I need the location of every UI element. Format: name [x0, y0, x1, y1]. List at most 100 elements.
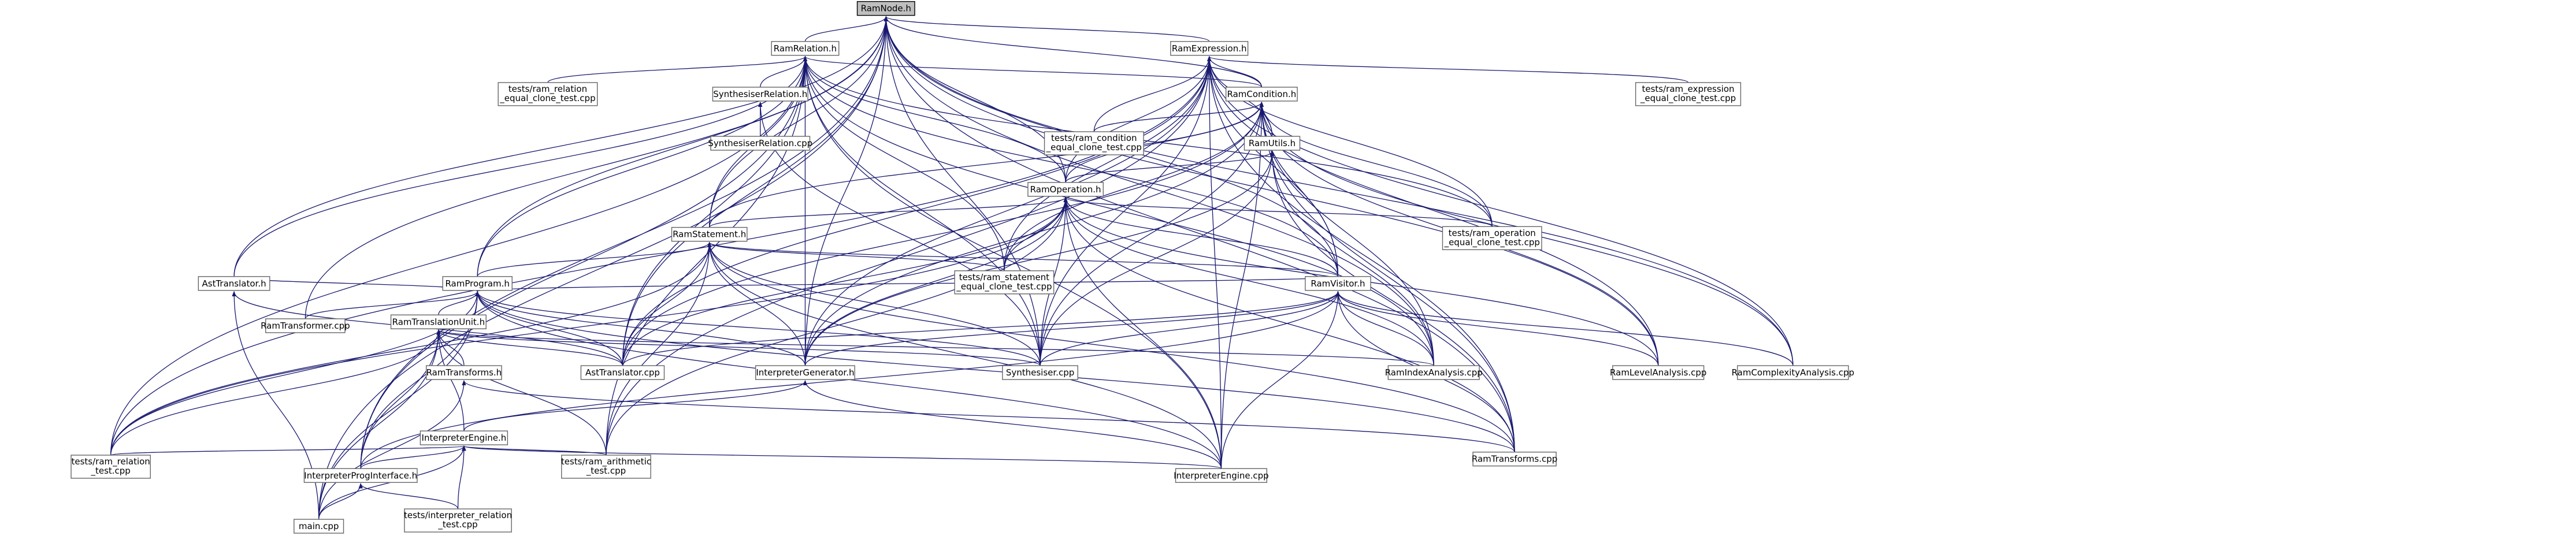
- edge-interpretergenerator-h-to-ramoperation-h: [804, 196, 1068, 366]
- edge-asttranslator-cpp-to-ramoperation-h: [622, 196, 1068, 366]
- node-ramtranslationunit-h[interactable]: RamTranslationUnit.h: [390, 314, 487, 329]
- node-label: _test.cpp: [90, 466, 130, 477]
- node-synthesiserrelation-cpp[interactable]: SynthesiserRelation.cpp: [708, 136, 812, 151]
- node-box: [426, 365, 502, 380]
- node-tests-ram-relation-test-cpp[interactable]: tests/ram_relation_test.cpp: [70, 455, 151, 479]
- edge-ramlevelanalysis-cpp-to-ramvisitor-h: [1335, 291, 1659, 366]
- edge-interpretergenerator-h-to-ramprogram-h: [475, 291, 806, 366]
- edge-tests-ram-relation-test-cpp-to-ramrelation-h: [110, 55, 808, 455]
- node-ramprogram-h[interactable]: RamProgram.h: [442, 276, 513, 291]
- node-interpretergenerator-h[interactable]: InterpreterGenerator.h: [755, 365, 855, 380]
- node-box: [1737, 365, 1849, 380]
- node-synthesiserrelation-h[interactable]: SynthesiserRelation.h: [712, 87, 808, 102]
- edge-synthesiser-cpp-to-synthesiserrelation-h: [758, 102, 1041, 366]
- node-ramtransformer-cpp[interactable]: RamTransformer.cpp: [261, 318, 350, 333]
- node-label: Synthesiser.cpp: [1006, 367, 1074, 378]
- node-label: SynthesiserRelation.h: [713, 89, 807, 99]
- edge-tests-ram-relation-equal-clone-test-cpp-to-ramrelation-h: [547, 55, 807, 83]
- node-ramlevelanalysis-cpp[interactable]: RamLevelAnalysis.cpp: [1610, 365, 1706, 380]
- edge-asttranslator-h-to-ramnode-h: [233, 16, 888, 277]
- edge-tests-ram-relation-test-cpp-to-ramtranslationunit-h: [110, 329, 441, 455]
- node-box: [498, 82, 598, 106]
- node-tests-interpreter-relation-test-cpp[interactable]: tests/interpreter_relation_test.cpp: [404, 508, 512, 533]
- edge-tests-ram-condition-equal-clone-test-cpp-to-ramexpression-h: [1093, 55, 1212, 132]
- edge-ramcondition-h-to-ramrelation-h: [803, 55, 1263, 88]
- edge-ramoperation-h-to-ramutils-h: [1065, 151, 1275, 183]
- edge-ramindexanalysis-cpp-to-ramrelation-h: [803, 55, 1434, 366]
- edge-interpretergenerator-h-to-ramexpression-h: [804, 55, 1212, 366]
- node-ramexpression-h[interactable]: RamExpression.h: [1170, 41, 1249, 56]
- edge-tests-ram-relation-test-cpp-to-ramoperation-h: [110, 196, 1068, 455]
- edge-ramstatement-h-to-ramcondition-h: [709, 102, 1264, 228]
- edge-ramtransforms-cpp-to-ramtransforms-h: [462, 380, 1515, 452]
- edge-tests-ram-relation-test-cpp-to-ramexpression-h: [110, 55, 1212, 455]
- node-synthesiser-cpp[interactable]: Synthesiser.cpp: [1002, 365, 1078, 380]
- node-ramindexanalysis-cpp[interactable]: RamIndexAnalysis.cpp: [1385, 365, 1483, 380]
- node-box: [303, 468, 418, 483]
- edge-tests-ram-statement-equal-clone-test-cpp-to-ramexpression-h: [1004, 55, 1212, 271]
- edge-asttranslator-cpp-to-ramcondition-h: [622, 102, 1264, 366]
- node-ramrelation-h[interactable]: RamRelation.h: [771, 41, 840, 56]
- edge-tests-ram-operation-equal-clone-test-cpp-to-ramrelation-h: [803, 55, 1493, 227]
- node-tests-ram-relation-equal-clone-test-cpp[interactable]: tests/ram_relation_equal_clone_test.cpp: [498, 82, 598, 106]
- node-label: RamTranslationUnit.h: [392, 317, 485, 327]
- node-label: RamProgram.h: [445, 278, 509, 289]
- edge-tests-interpreter-relation-test-cpp-to-interpreterengine-h: [457, 445, 466, 509]
- edge-ramprogram-h-to-ramstatement-h: [477, 241, 712, 277]
- node-label: RamIndexAnalysis.cpp: [1385, 367, 1483, 378]
- node-label: _equal_clone_test.cpp: [1046, 142, 1142, 153]
- edge-interpretergenerator-h-to-ramcondition-h: [804, 102, 1264, 366]
- node-label: SynthesiserRelation.cpp: [708, 138, 812, 148]
- node-label: tests/ram_relation: [72, 456, 150, 467]
- node-ramnode-h[interactable]: RamNode.h: [856, 1, 915, 16]
- node-ramtransforms-cpp[interactable]: RamTransforms.cpp: [1472, 451, 1557, 467]
- node-ramvisitor-h[interactable]: RamVisitor.h: [1305, 276, 1371, 291]
- node-label: RamStatement.h: [673, 229, 746, 240]
- node-interpreterengine-cpp[interactable]: InterpreterEngine.cpp: [1174, 468, 1269, 483]
- node-label: RamNode.h: [861, 3, 911, 14]
- edge-interpreterproginterface-h-to-ramnode-h: [360, 16, 888, 469]
- node-box: [771, 41, 840, 56]
- edge-asttranslator-cpp-to-ramtranslationunit-h: [436, 329, 623, 366]
- edges-layer: [110, 16, 1794, 520]
- node-label: tests/ram_operation: [1449, 228, 1536, 239]
- node-label: AstTranslator.cpp: [585, 367, 660, 378]
- edge-ramtransforms-cpp-to-ramnode-h: [884, 16, 1515, 452]
- node-ramcondition-h[interactable]: RamCondition.h: [1225, 87, 1298, 102]
- edge-ramcomplexityanalysis-cpp-to-ramvisitor-h: [1335, 291, 1794, 366]
- node-ramoperation-h[interactable]: RamOperation.h: [1027, 182, 1104, 197]
- node-label: tests/ram_arithmetic: [561, 456, 651, 467]
- edge-ramoperation-h-to-ramrelation-h: [803, 55, 1066, 183]
- node-tests-ram-condition-equal-clone-test-cpp[interactable]: tests/ram_condition_equal_clone_test.cpp: [1044, 131, 1144, 155]
- edge-ramstatement-h-to-ramoperation-h: [709, 196, 1068, 228]
- node-ramutils-h[interactable]: RamUtils.h: [1244, 136, 1301, 151]
- node-box: [1387, 365, 1480, 380]
- edge-synthesiser-cpp-to-ramtranslationunit-h: [436, 329, 1041, 366]
- node-ramstatement-h[interactable]: RamStatement.h: [671, 226, 748, 242]
- node-tests-ram-expression-equal-clone-test-cpp[interactable]: tests/ram_expression_equal_clone_test.cp…: [1635, 82, 1742, 106]
- node-box: [1175, 468, 1268, 483]
- node-label: InterpreterProgInterface.h: [304, 470, 417, 481]
- edge-ramexpression-h-to-ramnode-h: [884, 16, 1210, 42]
- node-asttranslator-cpp[interactable]: AstTranslator.cpp: [580, 365, 665, 380]
- node-ramcomplexityanalysis-cpp[interactable]: RamComplexityAnalysis.cpp: [1732, 365, 1854, 380]
- node-tests-ram-statement-equal-clone-test-cpp[interactable]: tests/ram_statement_equal_clone_test.cpp: [954, 270, 1055, 295]
- node-label: AstTranslator.h: [202, 278, 266, 289]
- node-interpreterproginterface-h[interactable]: InterpreterProgInterface.h: [303, 468, 418, 483]
- node-asttranslator-h[interactable]: AstTranslator.h: [198, 276, 270, 291]
- edge-interpretergenerator-h-to-ramstatement-h: [707, 241, 806, 366]
- edge-ramrelation-h-to-ramnode-h: [804, 16, 888, 42]
- node-label: tests/ram_expression: [1642, 84, 1734, 95]
- node-ramtransforms-h[interactable]: RamTransforms.h: [426, 365, 502, 380]
- edge-ramtransformer-cpp-to-ramnode-h: [305, 16, 888, 319]
- node-box: [671, 226, 748, 242]
- node-tests-ram-arithmetic-test-cpp[interactable]: tests/ram_arithmetic_test.cpp: [561, 455, 651, 479]
- node-interpreterengine-h[interactable]: InterpreterEngine.h: [420, 430, 508, 445]
- node-box: [265, 318, 346, 333]
- edge-ramoperation-h-to-ramexpression-h: [1065, 55, 1212, 183]
- edge-tests-ram-condition-equal-clone-test-cpp-to-ramcondition-h: [1093, 102, 1264, 132]
- edge-ramoperation-h-to-ramcondition-h: [1065, 102, 1264, 183]
- node-main-cpp[interactable]: main.cpp: [294, 519, 344, 534]
- node-tests-ram-operation-equal-clone-test-cpp[interactable]: tests/ram_operation_equal_clone_test.cpp: [1442, 226, 1542, 250]
- node-box: [1027, 182, 1104, 197]
